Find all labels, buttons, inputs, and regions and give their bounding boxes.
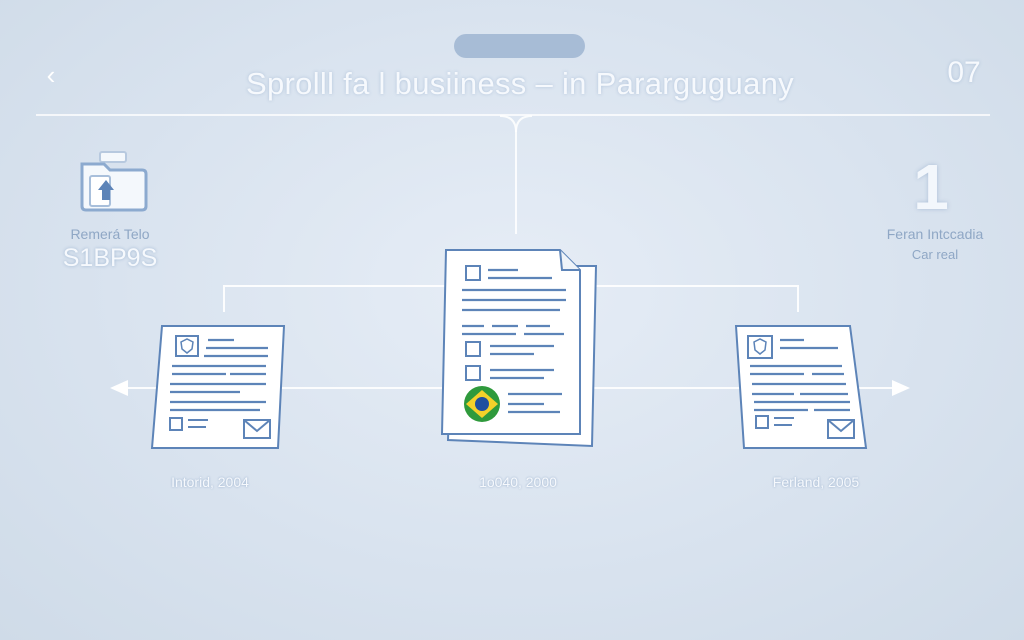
- document-date-center: 1o040, 2000: [479, 474, 557, 490]
- header-divider: [36, 114, 990, 116]
- shield-seal-icon: [747, 335, 773, 359]
- back-chevron-icon[interactable]: ‹: [46, 60, 56, 90]
- right-panel-sub-label: Car real: [911, 247, 959, 262]
- left-panel-value: S1BP9S: [62, 244, 158, 272]
- document-card-right[interactable]: [734, 322, 874, 454]
- document-date-right: Ferland, 2005: [772, 474, 860, 490]
- shield-seal-icon: [175, 335, 199, 357]
- right-panel-number: 1: [913, 151, 949, 223]
- brazil-flag-seal-icon: [464, 386, 500, 422]
- top-pill-indicator: [454, 34, 585, 58]
- left-panel-label: Remerá Telo: [70, 226, 150, 242]
- folder-upload-icon: [80, 151, 148, 212]
- arrow-right-icon[interactable]: [890, 378, 914, 398]
- document-card-center[interactable]: [440, 248, 602, 450]
- right-panel-label: Feran Intccadia: [886, 226, 984, 242]
- page-number: 07: [947, 56, 981, 89]
- document-date-left: Intorid, 2004: [171, 474, 249, 490]
- document-card-left[interactable]: [150, 322, 290, 454]
- arrow-left-icon[interactable]: [108, 378, 132, 398]
- envelope-icon: [827, 419, 855, 439]
- page-title: Sprolll fa l busiiness – in Pararguguany: [246, 66, 794, 101]
- envelope-icon: [243, 419, 271, 439]
